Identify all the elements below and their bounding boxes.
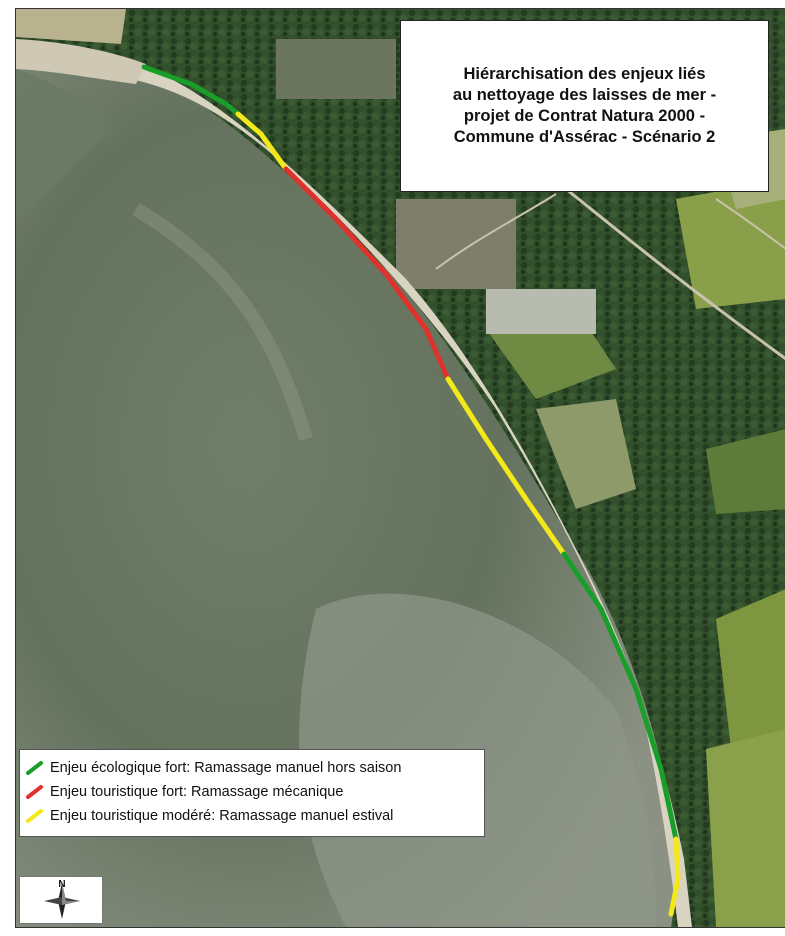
field-south-east — [706, 729, 785, 927]
campsite — [486, 289, 596, 334]
map-title-line-2: au nettoyage des laisses de mer - — [452, 86, 717, 104]
road-main — [565, 187, 785, 361]
north-arrow-box: N — [19, 876, 103, 924]
coast-segment-yellow-middle — [445, 376, 567, 557]
northwest-field — [16, 9, 126, 44]
clearing-3 — [706, 429, 785, 514]
legend-label-tourist-high: Enjeu touristique fort: Ramassage mécani… — [50, 784, 344, 800]
legend-label-tourist-moderate: Enjeu touristique modéré: Ramassage manu… — [50, 808, 394, 824]
clearing-2 — [536, 399, 636, 509]
sandbar — [132, 202, 313, 442]
map-legend: Enjeu écologique fort: Ramassage manuel … — [19, 749, 485, 837]
legend-item-tourist-moderate: Enjeu touristique modéré: Ramassage manu… — [26, 804, 478, 828]
village-houses — [396, 199, 516, 289]
aerial-map[interactable]: Hiérarchisation des enjeux liés au netto… — [15, 8, 785, 928]
legend-swatch-yellow — [26, 809, 43, 823]
map-title-line-3: projet de Contrat Natura 2000 - — [463, 107, 706, 125]
field-east — [676, 179, 785, 309]
compass-north-label: N — [58, 879, 65, 890]
legend-item-tourist-high: Enjeu touristique fort: Ramassage mécani… — [26, 780, 478, 804]
map-title-box: Hiérarchisation des enjeux liés au netto… — [400, 20, 769, 192]
compass-rose-icon: N — [44, 879, 80, 919]
northwest-spit — [16, 39, 146, 84]
legend-swatch-green — [26, 761, 43, 775]
tidal-flat-west — [16, 69, 116, 219]
village-north — [276, 39, 396, 99]
coast-segment-green-north — [141, 64, 241, 117]
road-village — [435, 193, 557, 270]
map-title-line-4: Commune d'Assérac - Scénario 2 — [453, 128, 716, 146]
field-southeast — [716, 589, 785, 749]
map-title-line-1: Hiérarchisation des enjeux liés — [463, 65, 706, 83]
coast-segment-green-south — [561, 551, 679, 842]
coast-segment-red — [283, 166, 451, 382]
legend-label-ecological: Enjeu écologique fort: Ramassage manuel … — [50, 760, 402, 776]
legend-swatch-red — [26, 785, 43, 799]
coast-segment-yellow-south — [668, 836, 681, 917]
legend-item-ecological: Enjeu écologique fort: Ramassage manuel … — [26, 756, 478, 780]
road-north — [715, 198, 785, 250]
coast-segment-yellow-north — [235, 111, 289, 172]
